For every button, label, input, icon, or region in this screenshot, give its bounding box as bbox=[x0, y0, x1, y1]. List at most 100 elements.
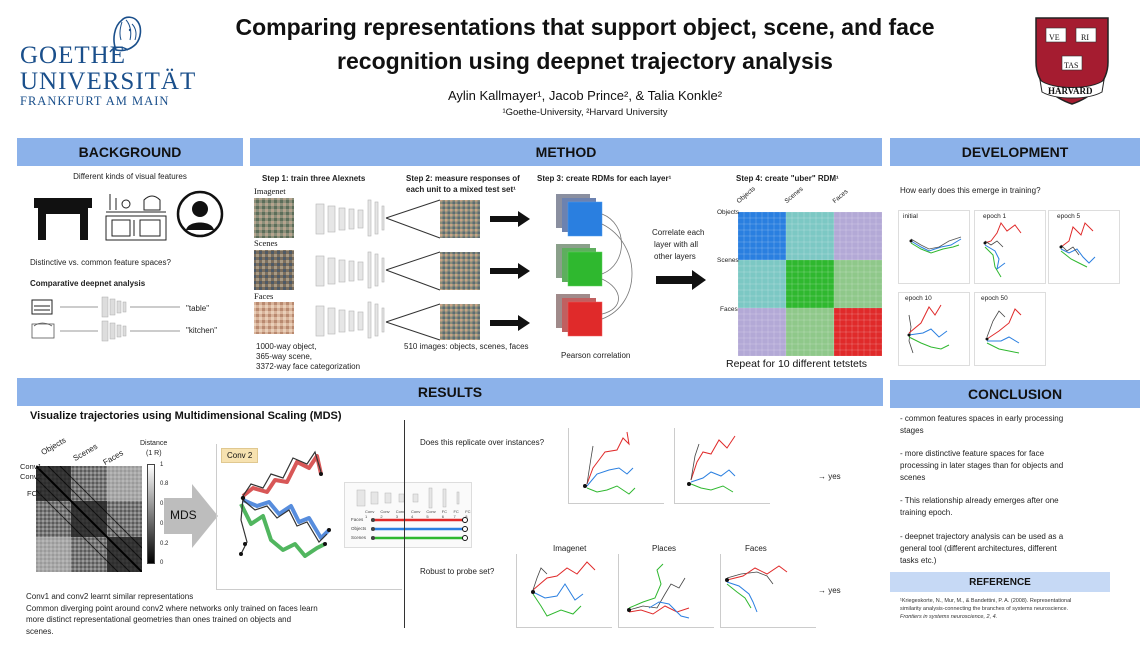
correlate-l2: layer with all bbox=[654, 240, 699, 249]
robust-answer: → yes bbox=[818, 586, 841, 595]
rdm-row-fc8: FC8 bbox=[27, 489, 42, 498]
probe-trajectories bbox=[725, 565, 788, 613]
development-question: How early does this emerge in training? bbox=[900, 186, 1041, 195]
correlate-l1: Correlate each bbox=[652, 228, 705, 237]
reference-line3: Frontiers in systems neuroscience, 2, 4. bbox=[900, 614, 998, 620]
conv2-tag: Conv 2 bbox=[221, 448, 259, 463]
probe-title: Imagenet bbox=[553, 544, 587, 553]
replicate-trajectories bbox=[687, 435, 736, 493]
step1-label: Step 1: train three Alexnets bbox=[262, 174, 366, 183]
categorization-l1: 1000-way object, bbox=[256, 342, 317, 351]
probe-plot bbox=[618, 554, 714, 628]
robust-question: Robust to probe set? bbox=[420, 567, 495, 576]
colorbar-tick: 0.8 bbox=[160, 481, 169, 487]
findings-l1: Conv1 and conv2 learnt similar represent… bbox=[26, 592, 194, 601]
harvard-ri: RI bbox=[1081, 33, 1089, 42]
uber-rdm bbox=[738, 212, 882, 356]
categorization-l2: 365-way scene, bbox=[256, 352, 313, 361]
harvard-tas: TAS bbox=[1064, 61, 1079, 70]
legend-layer: Conv 3 bbox=[395, 509, 406, 519]
legend-layer-labels: Conv 1 Conv 2 Conv 3 Conv 4 Conv 5 FC 6 … bbox=[365, 509, 473, 519]
face-avatar-icon bbox=[176, 190, 224, 238]
conclusion-item4-l1: - deepnet trajectory analysis can be use… bbox=[900, 532, 1064, 541]
reference-line1: ¹Kriegeskorte, N., Mur, M., & Bandettini… bbox=[900, 598, 1072, 604]
conclusion-item2-l2: processing in later stages than for obje… bbox=[900, 461, 1064, 470]
colorbar-tick: 0.2 bbox=[160, 541, 169, 547]
replicate-question: Does this replicate over instances? bbox=[420, 438, 545, 447]
uber-row-objects: Objects bbox=[717, 209, 740, 216]
goethe-logo-line1: GOETHE bbox=[20, 42, 126, 69]
replicate-plot bbox=[568, 428, 664, 504]
background-subheading: Comparative deepnet analysis bbox=[30, 279, 146, 288]
probe-plot bbox=[516, 554, 612, 628]
probe-trajectories bbox=[531, 561, 596, 617]
conclusion-item1-l2: stages bbox=[900, 426, 924, 435]
reference-heading: REFERENCE bbox=[890, 572, 1110, 592]
legend-layer: Conv 1 bbox=[365, 509, 375, 519]
pearson-label: Pearson correlation bbox=[561, 351, 631, 360]
conclusion-heading: CONCLUSION bbox=[890, 380, 1140, 408]
dev-panel: epoch 5 bbox=[1048, 210, 1120, 284]
dev-panel-title: epoch 1 bbox=[983, 213, 1007, 220]
findings-l2: Common diverging point around conv2 wher… bbox=[26, 604, 318, 613]
step3-label: Step 3: create RDMs for each layer¹ bbox=[537, 174, 672, 183]
dev-trajectory-plot bbox=[985, 308, 1022, 354]
conclusion-item3-l2: training epoch. bbox=[900, 508, 953, 517]
colorbar bbox=[147, 464, 155, 564]
probe-title: Faces bbox=[745, 544, 767, 553]
legend-layer: FC 8 bbox=[465, 509, 471, 519]
legend-layer: Conv 4 bbox=[411, 509, 421, 519]
probe-title: Places bbox=[652, 544, 677, 553]
layer-rdm-matrix bbox=[36, 466, 142, 572]
legend-row-objects-label: Objects bbox=[351, 526, 367, 531]
probe-trajectories bbox=[627, 563, 690, 619]
harvard-shield-icon bbox=[1035, 17, 1109, 105]
conclusion-item2-l3: scenes bbox=[900, 473, 926, 482]
goethe-portrait-icon bbox=[109, 16, 142, 53]
legend-row-faces-label: Faces bbox=[351, 517, 364, 522]
net-label-imagenet: Imagenet bbox=[254, 186, 286, 196]
conclusion-item2-l1: - more distinctive feature spaces for fa… bbox=[900, 449, 1045, 458]
affiliations: ¹Goethe-University, ²Harvard University bbox=[502, 107, 668, 118]
colorbar-tick: 0 bbox=[160, 560, 164, 566]
dev-trajectory-plot bbox=[907, 304, 950, 354]
background-question: Distinctive vs. common feature spaces? bbox=[30, 258, 171, 267]
replicate-answer: → yes bbox=[818, 472, 841, 481]
dev-panel-title: epoch 50 bbox=[981, 295, 1008, 302]
uber-col-scenes: Scenes bbox=[783, 185, 805, 205]
dev-panel: epoch 1 bbox=[974, 210, 1046, 284]
authors: Aylin Kallmayer¹, Jacob Prince², & Talia… bbox=[447, 88, 723, 103]
output-table: "table" bbox=[186, 304, 210, 313]
uber-row-faces: Faces bbox=[720, 306, 738, 313]
mds-trajectories bbox=[239, 450, 331, 558]
correlate-l3: other layers bbox=[654, 252, 696, 261]
comparative-net-diagram bbox=[31, 296, 180, 342]
rdm-col-faces: Faces bbox=[101, 448, 125, 467]
legend-layer: Conv 2 bbox=[380, 509, 390, 519]
dev-panel-title: epoch 10 bbox=[905, 295, 932, 302]
goethe-logo: GOETHE UNIVERSITÄT FRANKFURT AM MAIN bbox=[18, 10, 195, 110]
legend-row-scenes-label: Scenes bbox=[351, 535, 367, 540]
rdm-row-conv2: Conv2 bbox=[20, 472, 42, 481]
replicate-plot bbox=[674, 428, 770, 504]
test-images-note: 510 images: objects, scenes, faces bbox=[404, 342, 529, 351]
probe-plot bbox=[720, 554, 816, 628]
mds-label: MDS bbox=[170, 508, 197, 522]
mds-trajectory-plot: Conv 2 bbox=[216, 444, 402, 590]
dev-trajectory-plot bbox=[909, 236, 962, 254]
repeat-note: Repeat for 10 different tetstets bbox=[726, 358, 868, 370]
categorization-l3: 3372-way face categorization bbox=[256, 362, 361, 371]
kitchen-icon bbox=[105, 194, 167, 241]
colorbar-title-l1: Distance bbox=[140, 440, 168, 447]
harvard-name: HARVARD bbox=[1048, 86, 1093, 96]
harvard-ve: VE bbox=[1049, 33, 1060, 42]
conclusion-item4-l2: general tool (different architectures, d… bbox=[900, 544, 1057, 553]
uber-col-faces: Faces bbox=[831, 188, 850, 205]
step2-label-l2: each unit to a mixed test set¹ bbox=[406, 185, 516, 194]
background-heading: BACKGROUND bbox=[17, 138, 243, 166]
dev-panel-title: initial bbox=[903, 213, 918, 220]
layer-legend: Conv 1 Conv 2 Conv 3 Conv 4 Conv 5 FC 6 … bbox=[344, 482, 472, 548]
conclusion-item1-l1: - common features spaces in early proces… bbox=[900, 414, 1064, 423]
output-kitchen: "kitchen" bbox=[186, 326, 218, 335]
uber-col-objects: Objects bbox=[735, 185, 757, 205]
